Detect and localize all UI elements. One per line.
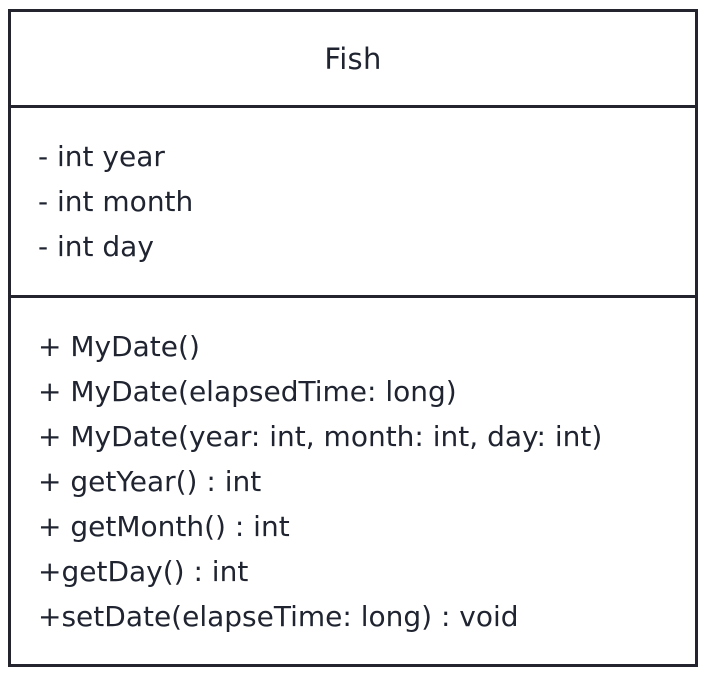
method-setdate: +setDate(elapseTime: long) : void [38, 600, 519, 633]
method-getmonth: + getMonth() : int [38, 510, 290, 543]
uml-class-box: Fish - int year - int month - int day + … [8, 9, 698, 667]
method-mydate-elapsed: + MyDate(elapsedTime: long) [38, 375, 457, 408]
method-mydate-ymd: + MyDate(year: int, month: int, day: int… [38, 420, 603, 453]
method-getday: +getDay() : int [38, 555, 249, 588]
attribute-year: - int year [38, 140, 165, 173]
method-getyear: + getYear() : int [38, 465, 262, 498]
attribute-month: - int month [38, 185, 194, 218]
method-mydate-default: + MyDate() [38, 330, 200, 363]
attribute-day: - int day [38, 230, 154, 263]
attributes-compartment: - int year - int month - int day [11, 108, 695, 298]
class-name-compartment: Fish [11, 12, 695, 108]
class-name: Fish [324, 41, 382, 76]
methods-compartment: + MyDate() + MyDate(elapsedTime: long) +… [11, 298, 695, 664]
